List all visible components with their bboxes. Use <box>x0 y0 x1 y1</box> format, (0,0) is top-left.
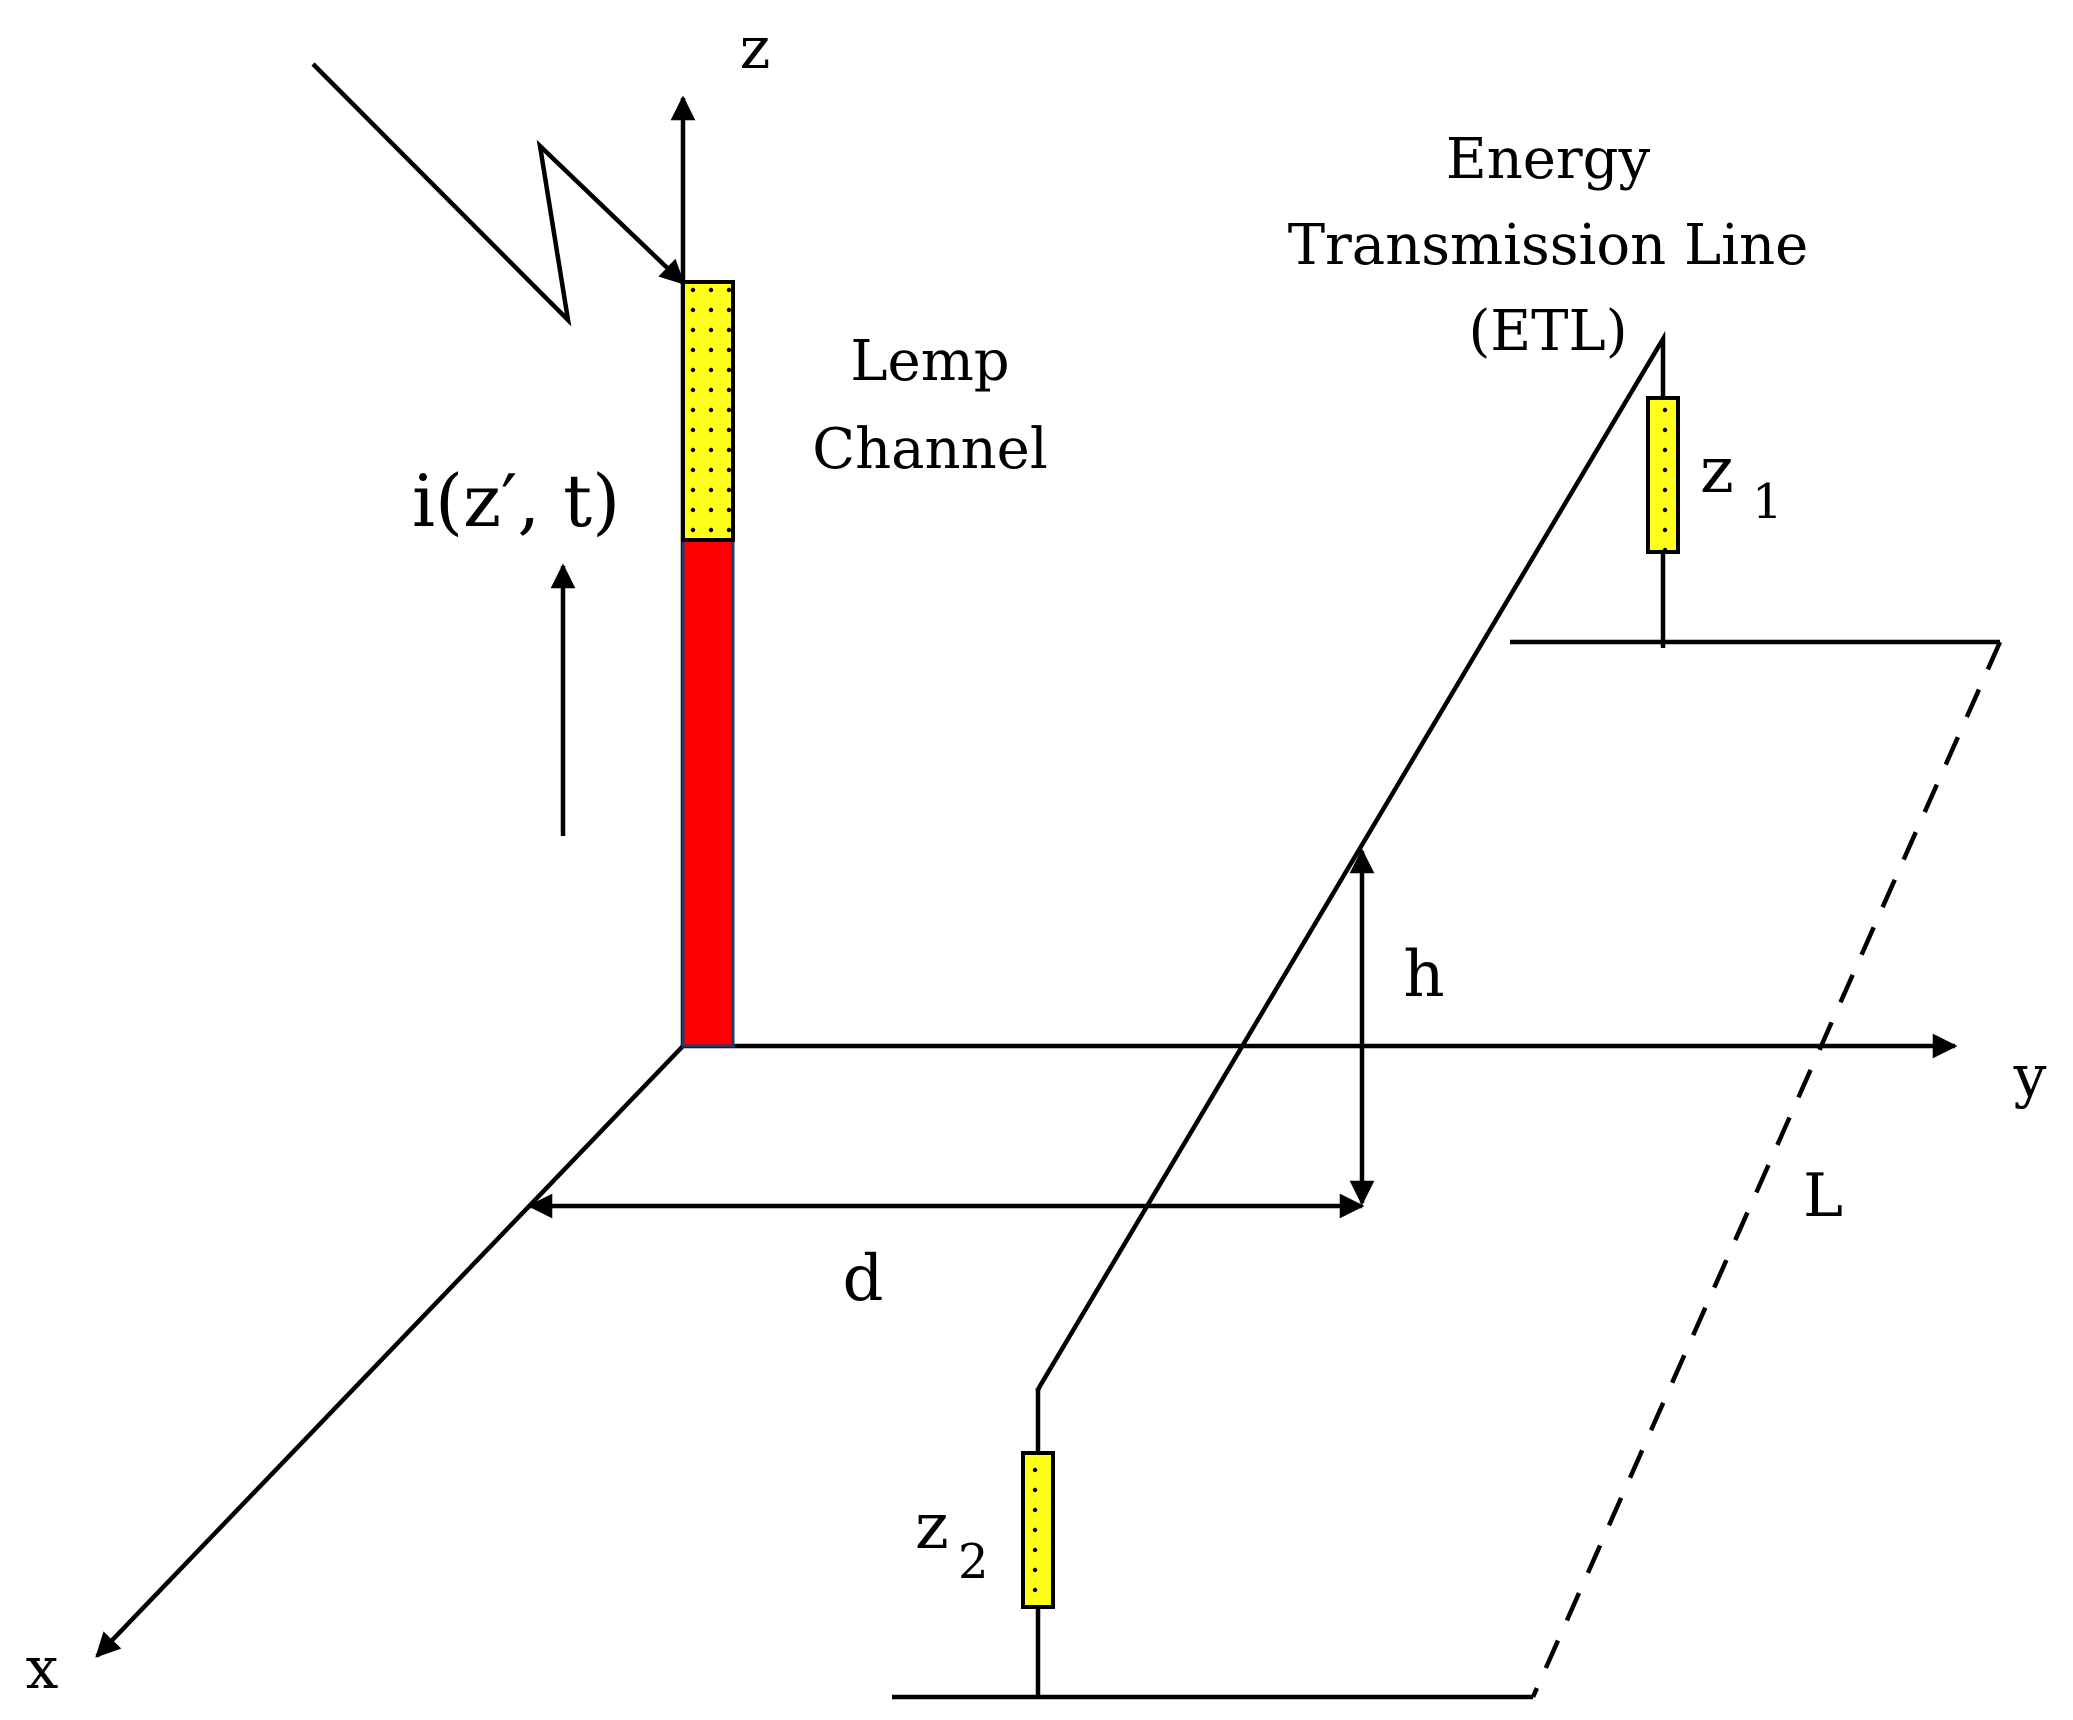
z1-resistor-dots <box>1649 399 1677 551</box>
etl-conductor <box>1035 330 1666 1392</box>
length-label: L <box>1803 1161 1843 1231</box>
z-axis-label: z <box>740 14 771 82</box>
z1-label-base: z <box>1700 434 1734 508</box>
x-axis-label: x <box>26 1634 59 1702</box>
channel-lower-segment <box>681 538 735 1048</box>
z2-resistor-dots <box>1024 1454 1052 1606</box>
etl-title-line1: Energy <box>1446 127 1651 192</box>
x-axis <box>95 1044 685 1658</box>
channel-title-line1: Lemp <box>850 329 1009 394</box>
y-axis-label: y <box>2013 1042 2047 1110</box>
lightning-bolt-icon <box>311 62 685 327</box>
distance-label: d <box>843 1242 884 1316</box>
z2-label-base: z <box>915 1490 949 1564</box>
ground-line-dashed <box>1530 641 2003 1698</box>
z1-label-sub: 1 <box>1752 474 1783 530</box>
channel-title-line2: Channel <box>812 417 1047 482</box>
current-label: i(z′, t) <box>412 459 620 543</box>
etl-title-line2: Transmission Line <box>1288 213 1809 278</box>
etl-title-line3: (ETL) <box>1468 299 1627 364</box>
channel-upper-dots <box>684 283 732 539</box>
z2-label-sub: 2 <box>958 1534 989 1590</box>
height-label: h <box>1403 938 1444 1012</box>
